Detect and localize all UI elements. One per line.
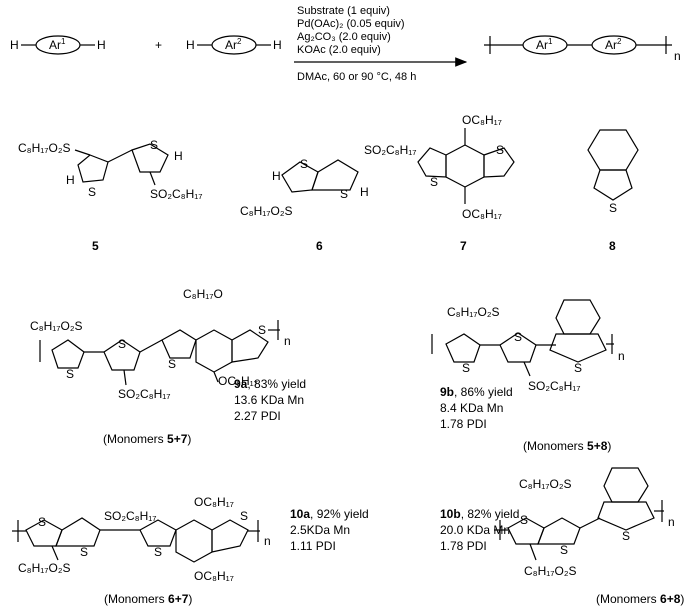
svg-text:S: S [622, 529, 630, 543]
svg-text:C₈H₁₇O₂S: C₈H₁₇O₂S [18, 141, 70, 155]
svg-text:OC₈H₁₇: OC₈H₁₇ [462, 113, 502, 127]
reactant2-h-left: H [186, 38, 195, 52]
condition-oxidant: Ag₂CO₃ (2.0 equiv) [297, 31, 391, 43]
svg-text:C₈H₁₇O₂S: C₈H₁₇O₂S [240, 204, 292, 218]
svg-text:C₈H₁₇O₂S: C₈H₁₇O₂S [18, 561, 70, 575]
reaction-equation: H Ar1 H + H Ar2 H Substrate (1 equiv) Pd… [10, 5, 681, 83]
svg-text:S: S [300, 157, 308, 171]
svg-text:S: S [574, 361, 582, 375]
svg-text:S: S [80, 545, 88, 559]
svg-text:S: S [496, 143, 504, 157]
polymer-9b-mn: 8.4 KDa Mn [440, 401, 503, 415]
svg-text:C₈H₁₇O₂S: C₈H₁₇O₂S [524, 564, 576, 578]
svg-text:n: n [618, 349, 625, 363]
condition-substrate: Substrate (1 equiv) [297, 5, 390, 17]
ar2-label: Ar2 [225, 37, 242, 52]
polymer-10b-structure: C₈H₁₇O₂S S S C₈H₁₇O₂S S n 10b, 82% yield… [440, 467, 684, 606]
svg-text:H: H [66, 173, 75, 187]
polymer-10a-data: 10a, 92% yield [290, 507, 369, 521]
svg-text:Ar1: Ar1 [536, 37, 553, 52]
svg-text:S: S [154, 545, 162, 559]
polymer-10a-structure: S S SO₂C₈H₁₇ C₈H₁₇O₂S S S OC₈H₁₇ OC₈H₁₇ … [12, 495, 369, 606]
svg-text:S: S [88, 185, 96, 199]
svg-text:S: S [258, 323, 266, 337]
svg-text:SO₂C₈H₁₇: SO₂C₈H₁₇ [364, 143, 416, 157]
svg-text:SO₂C₈H₁₇: SO₂C₈H₁₇ [118, 387, 170, 401]
product-polymer: Ar1 Ar2 n [484, 35, 681, 63]
svg-text:n: n [668, 515, 675, 529]
svg-text:C₈H₁₇O: C₈H₁₇O [183, 287, 223, 301]
svg-text:C₈H₁₇O₂S: C₈H₁₇O₂S [519, 477, 571, 491]
polymer-9a-mn: 13.6 KDa Mn [234, 393, 304, 407]
polymer-10b-monomers: (Monomers 6+8) [596, 592, 684, 606]
svg-text:S: S [462, 361, 470, 375]
monomer-label-7: 7 [460, 239, 467, 253]
polymer-9a-monomers: (Monomers 5+7) [103, 432, 191, 446]
polymer-9b-pdi: 1.78 PDI [440, 417, 487, 431]
reactant1-h-left: H [10, 38, 19, 52]
svg-text:OC₈H₁₇: OC₈H₁₇ [194, 495, 234, 509]
polymer-9b-structure: C₈H₁₇O₂S S S SO₂C₈H₁₇ S n 9b, 86% yield … [431, 299, 625, 453]
svg-text:S: S [520, 513, 528, 527]
svg-text:S: S [430, 175, 438, 189]
monomer-label-5: 5 [92, 239, 99, 253]
svg-text:SO₂C₈H₁₇: SO₂C₈H₁₇ [104, 509, 156, 523]
monomer-7-structure: OC₈H₁₇ S S OC₈H₁₇ 7 [417, 113, 515, 253]
polymer-10b-data: 10b, 82% yield [440, 507, 519, 521]
svg-text:S: S [609, 201, 617, 215]
reactant2-h-right: H [273, 38, 282, 52]
svg-text:H: H [174, 149, 183, 163]
svg-text:S: S [150, 138, 158, 152]
reactant1-h-right: H [97, 38, 106, 52]
svg-text:n: n [284, 334, 291, 348]
monomer-8-structure: S 8 [587, 129, 639, 253]
svg-text:S: S [514, 330, 522, 344]
monomer-label-6: 6 [316, 239, 323, 253]
polymer-10b-pdi: 1.78 PDI [440, 539, 487, 553]
polymer-10a-pdi: 1.11 PDI [290, 539, 336, 553]
monomer-6-structure: H S S SO₂C₈H₁₇ H C₈H₁₇O₂S 6 [240, 143, 416, 253]
ar1-label: Ar1 [49, 37, 66, 52]
polymer-9a-pdi: 2.27 PDI [234, 409, 281, 423]
condition-catalyst: Pd(OAc)₂ (0.05 equiv) [297, 18, 405, 30]
svg-text:C₈H₁₇O₂S: C₈H₁₇O₂S [447, 305, 499, 319]
svg-text:SO₂C₈H₁₇: SO₂C₈H₁₇ [528, 379, 580, 393]
condition-solvent: DMAc, 60 or 90 °C, 48 h [297, 71, 416, 83]
svg-text:S: S [240, 509, 248, 523]
svg-text:S: S [168, 357, 176, 371]
svg-text:OC₈H₁₇: OC₈H₁₇ [194, 569, 234, 583]
svg-text:S: S [560, 543, 568, 557]
polymer-9a-structure: C₈H₁₇O C₈H₁₇O₂S S S SO₂C₈H₁₇ S S OC₈H₁₇ … [30, 287, 306, 446]
condition-base: KOAc (2.0 equiv) [297, 44, 381, 56]
svg-text:OC₈H₁₇: OC₈H₁₇ [218, 374, 258, 388]
plus-sign: + [155, 38, 162, 52]
svg-text:OC₈H₁₇: OC₈H₁₇ [462, 207, 502, 221]
monomer-label-8: 8 [609, 239, 616, 253]
svg-text:Ar2: Ar2 [605, 37, 622, 52]
product-repeat-n: n [674, 49, 681, 63]
svg-text:S: S [340, 187, 348, 201]
svg-text:H: H [272, 169, 281, 183]
polymer-10b-mn: 20.0 KDa Mn [440, 523, 510, 537]
svg-text:S: S [66, 367, 74, 381]
svg-text:H: H [360, 185, 369, 199]
svg-text:S: S [38, 515, 46, 529]
polymer-9a-data: 9a, 83% yield [234, 377, 306, 391]
monomer-5-structure: C₈H₁₇O₂S S H S H SO₂C₈H₁₇ 5 [18, 138, 202, 253]
svg-text:C₈H₁₇O₂S: C₈H₁₇O₂S [30, 319, 82, 333]
polymer-9b-monomers: (Monomers 5+8) [523, 439, 611, 453]
svg-text:S: S [118, 337, 126, 351]
polymer-10a-mn: 2.5KDa Mn [290, 523, 350, 537]
svg-text:n: n [264, 534, 271, 548]
polymer-9b-data: 9b, 86% yield [440, 385, 513, 399]
svg-text:SO₂C₈H₁₇: SO₂C₈H₁₇ [150, 187, 202, 201]
polymer-10a-monomers: (Monomers 6+7) [104, 592, 192, 606]
